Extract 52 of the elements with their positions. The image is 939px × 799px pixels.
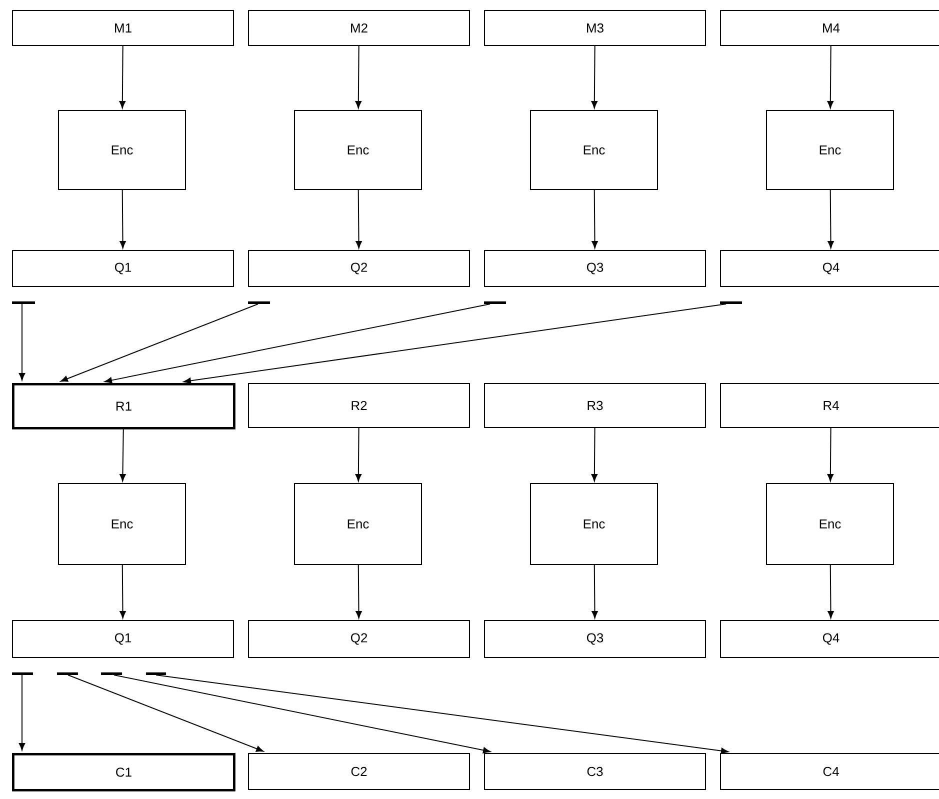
process-box: C3	[484, 752, 706, 790]
process-box: R4	[720, 382, 939, 428]
process-box: Q2	[248, 620, 470, 658]
process-box: Q2	[248, 250, 470, 287]
process-box: Q1	[12, 620, 234, 658]
arrow	[592, 189, 598, 248]
encoder-box: Enc	[530, 110, 658, 190]
encoder-box: Enc	[530, 482, 658, 565]
process-box: Q4	[720, 250, 939, 287]
process-box: M1	[12, 10, 234, 46]
encoder-box: Enc	[766, 482, 894, 565]
arrow	[591, 427, 598, 482]
process-box: C2	[248, 752, 470, 790]
arrow	[355, 427, 362, 482]
encoder-box: Enc	[294, 110, 422, 190]
process-box: Q3	[484, 250, 706, 287]
process-box: R3	[484, 382, 706, 428]
arrow	[120, 564, 126, 618]
process-box: R2	[248, 382, 470, 428]
arrow	[355, 45, 362, 108]
process-box: Q4	[720, 620, 939, 658]
process-box: M4	[720, 10, 939, 46]
process-box: R1	[12, 382, 236, 430]
arrow	[120, 428, 126, 482]
arrow	[101, 672, 491, 754]
process-box: C1	[12, 752, 236, 792]
arrow	[60, 301, 270, 382]
process-box: C4	[720, 752, 939, 790]
process-box: Q3	[484, 620, 706, 658]
arrow	[356, 564, 362, 618]
encoder-box: Enc	[58, 482, 186, 565]
arrow	[12, 301, 35, 380]
encoder-box: Enc	[58, 110, 186, 190]
arrow	[828, 564, 834, 618]
arrow	[104, 301, 506, 384]
process-box: M3	[484, 10, 706, 46]
arrow	[120, 189, 126, 248]
arrow	[57, 672, 264, 752]
arrow	[356, 189, 362, 248]
arrow	[827, 45, 834, 108]
arrow	[827, 427, 834, 482]
encoder-box: Enc	[294, 482, 422, 565]
arrow	[591, 45, 598, 108]
arrow	[592, 564, 598, 618]
arrow	[183, 301, 742, 384]
arrow	[119, 45, 126, 108]
arrow	[146, 672, 729, 754]
process-box: M2	[248, 10, 470, 46]
arrow	[12, 672, 33, 750]
process-box: Q1	[12, 250, 234, 287]
arrow	[828, 189, 834, 248]
encoder-box: Enc	[766, 110, 894, 190]
